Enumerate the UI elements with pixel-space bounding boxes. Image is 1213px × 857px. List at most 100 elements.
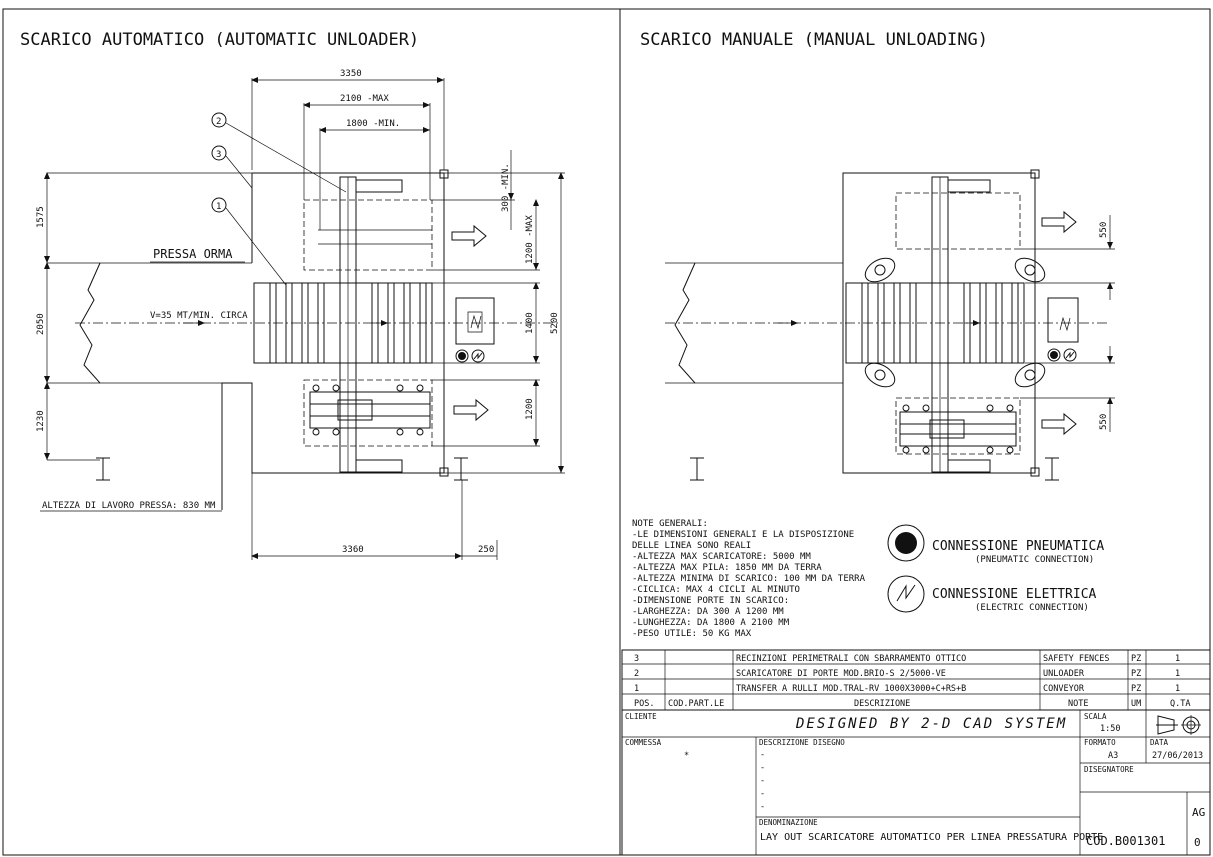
bom-header-um: UM (1131, 699, 1141, 709)
callout-1 (211, 197, 227, 213)
disegnatore-label: DISEGNATORE (1084, 765, 1134, 774)
pressa-label: PRESSA ORMA (153, 247, 233, 261)
dim-1200-max: 1200 -MAX (525, 215, 535, 264)
control-panel (1047, 297, 1079, 343)
dim-550-top: 550 (1099, 222, 1109, 238)
support-beam-icon (454, 457, 468, 481)
callout-2 (211, 112, 227, 128)
bom-cell-note: UNLOADER (1043, 669, 1085, 679)
callout-3 (211, 145, 227, 161)
bom-header-desc: DESCRIZIONE (854, 699, 910, 709)
manual-unloading-layout: 550 550 (665, 169, 1115, 481)
bom-cell-note: CONVEYOR (1043, 684, 1085, 694)
note-line: NOTE GENERALI: (632, 519, 708, 529)
dim-300-min: 300 -MIN. (501, 163, 511, 212)
descr-line: - (760, 802, 765, 812)
bom-cell-desc: RECINZIONI PERIMETRALI CON SBARRAMENTO O… (736, 654, 966, 664)
electric-legend-icon (887, 575, 925, 613)
bom-cell-qty: 1 (1175, 669, 1180, 679)
flow-arrow (1041, 210, 1077, 234)
descr-line: - (760, 789, 765, 799)
note-line: -CICLICA: MAX 4 CICLI AL MINUTO (632, 585, 800, 595)
dim-2100: 2100 -MAX (340, 94, 389, 104)
note-line: -ALTEZZA MAX SCARICATORE: 5000 MM (632, 552, 811, 562)
gripper-assembly (899, 404, 1017, 454)
dim-5200: 5200 (550, 312, 560, 334)
scala-label: SCALA (1084, 712, 1107, 721)
operator-icon (864, 257, 1046, 388)
bom-cell-um: PZ (1131, 669, 1141, 679)
svg-text:2: 2 (216, 117, 221, 127)
safety-fence (842, 172, 1036, 474)
fence-post (439, 467, 449, 477)
pneumatic-connection-icon (1047, 348, 1061, 362)
dim-1230: 1230 (36, 410, 46, 432)
roller-conveyor (845, 282, 1025, 364)
electric-connection-icon (1063, 348, 1077, 362)
note-line: -LUNGHEZZA: DA 1800 A 2100 MM (632, 618, 790, 628)
dim-1800: 1800 -MIN. (346, 119, 400, 129)
scala-value: 1:50 (1100, 724, 1120, 734)
legend-electric-sub: (ELECTRIC CONNECTION) (975, 603, 1089, 613)
altezza-label: ALTEZZA DI LAVORO PRESSA: 830 MM (42, 501, 216, 511)
bom-header-qty: Q.TA (1170, 699, 1190, 709)
dim-550-bottom: 550 (1099, 414, 1109, 430)
note-line: -LARGHEZZA: DA 300 A 1200 MM (632, 607, 784, 617)
roller-conveyor (253, 282, 433, 364)
drawing-code: COD.B001301 (1086, 834, 1165, 848)
dim-1200: 1200 (525, 398, 535, 420)
bom-cell-qty: 1 (1175, 654, 1180, 664)
note-line: -ALTEZZA MAX PILA: 1850 MM DA TERRA (632, 563, 822, 573)
bom-cell-pos: 3 (634, 654, 639, 664)
descrizione-label: DESCRIZIONE DISEGNO (759, 738, 845, 747)
legend-electric-title: CONNESSIONE ELETTRICA (932, 587, 1097, 602)
legend-pneumatic-title: CONNESSIONE PNEUMATICA (932, 539, 1104, 554)
bom-cell-note: SAFETY FENCES (1043, 654, 1110, 664)
general-notes: NOTE GENERALI:-LE DIMENSIONI GENERALI E … (632, 519, 866, 639)
note-line: -DIMENSIONE PORTE IN SCARICO: (632, 596, 789, 606)
control-panel (455, 297, 495, 345)
legend-pneumatic-sub: (PNEUMATIC CONNECTION) (975, 555, 1094, 565)
break-line (79, 262, 101, 384)
descr-line: - (760, 763, 765, 773)
denominazione-value: LAY OUT SCARICATORE AUTOMATICO PER LINEA… (760, 832, 1103, 843)
commessa-label: COMMESSA (625, 738, 662, 747)
bom-cell-qty: 1 (1175, 684, 1180, 694)
flow-arrow (1041, 412, 1077, 436)
bom-header-pos: POS. (634, 699, 654, 709)
pickup-zone-top (895, 192, 1021, 250)
bom-cell-desc: TRANSFER A RULLI MOD.TRAL-RV 1000X3000+C… (736, 684, 966, 694)
pickup-zone-bottom (303, 379, 433, 447)
dim-250: 250 (478, 545, 494, 555)
data-label: DATA (1150, 738, 1169, 747)
right-title: SCARICO MANUALE (MANUAL UNLOADING) (640, 30, 988, 50)
projection-symbol-icon (1156, 715, 1201, 735)
electric-connection-icon (471, 349, 485, 363)
bom-cell-pos: 1 (634, 684, 639, 694)
bom-header-code: COD.PART.LE (668, 699, 724, 709)
descr-line: - (760, 750, 765, 760)
support-beam-icon (1045, 457, 1059, 481)
support-beam-icon (96, 457, 110, 481)
title-block: CLIENTE DESIGNED BY 2-D CAD SYSTEM SCALA… (621, 709, 1211, 856)
flow-arrow (453, 398, 489, 422)
dim-3350: 3350 (340, 69, 362, 79)
note-line: DELLE LINEA SONO REALI (632, 541, 751, 551)
data-value: 27/06/2013 (1152, 751, 1203, 761)
pneumatic-connection-icon (455, 349, 469, 363)
sheet-frame (2, 8, 1211, 856)
gripper-assembly (309, 384, 431, 436)
bom-header-note: NOTE (1068, 699, 1088, 709)
left-title: SCARICO AUTOMATICO (AUTOMATIC UNLOADER) (20, 30, 419, 50)
bom-cell-pos: 2 (634, 669, 639, 679)
pickup-zone-top (303, 199, 433, 271)
legend: CONNESSIONE PNEUMATICA (PNEUMATIC CONNEC… (887, 524, 1104, 613)
bom-cell-desc: SCARICATORE DI PORTE MOD.BRIO-S 2/5000-V… (736, 669, 946, 679)
pneumatic-legend-icon (887, 524, 925, 562)
dim-3360: 3360 (342, 545, 364, 555)
bom-cell-um: PZ (1131, 684, 1141, 694)
commessa-value: * (684, 751, 689, 761)
designed-by: DESIGNED BY 2-D CAD SYSTEM (795, 716, 1067, 732)
break-line (674, 262, 696, 384)
